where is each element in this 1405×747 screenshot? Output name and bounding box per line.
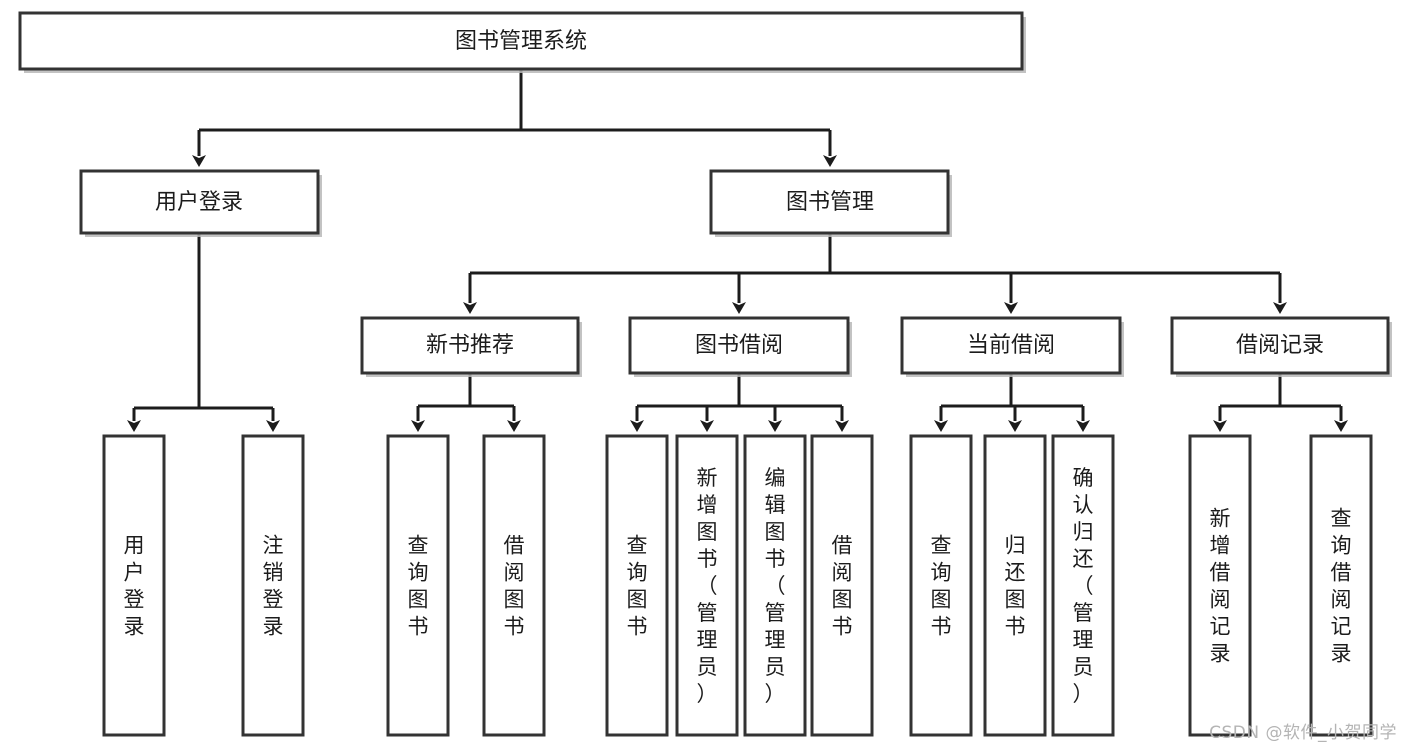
- node-leaf-edit-book-label: 编辑图书（管理员）: [765, 466, 786, 706]
- node-leaf-query-book-2-label: 查询图书: [627, 534, 648, 639]
- node-book-manage-label: 图书管理: [786, 190, 874, 215]
- node-leaf-return-book[interactable]: 归还图书: [983, 434, 1047, 737]
- node-leaf-borrow-book-1[interactable]: 借阅图书: [482, 434, 546, 737]
- node-current-borrow-box[interactable]: [900, 316, 1122, 375]
- node-leaf-confirm-return[interactable]: 确认归还（管理员）: [1051, 434, 1115, 737]
- node-leaf-query-book-1[interactable]: 查询图书: [386, 434, 450, 737]
- node-leaf-add-record-box[interactable]: [1188, 434, 1252, 737]
- node-book-manage[interactable]: 图书管理: [709, 169, 952, 237]
- node-leaf-query-book-2[interactable]: 查询图书: [605, 434, 669, 737]
- node-current-borrow-label: 当前借阅: [967, 333, 1055, 358]
- node-leaf-query-book-3[interactable]: 查询图书: [909, 434, 973, 737]
- connector-layer: [127, 69, 1348, 432]
- node-leaf-add-record[interactable]: 新增借阅记录: [1188, 434, 1252, 737]
- node-leaf-logout[interactable]: 注销登录: [241, 434, 305, 737]
- node-leaf-borrow-book-1-box[interactable]: [482, 434, 546, 737]
- node-new-book-rec-label: 新书推荐: [426, 333, 514, 358]
- node-leaf-add-book[interactable]: 新增图书（管理员）: [675, 434, 739, 737]
- node-user-login-box[interactable]: [79, 169, 320, 235]
- node-leaf-logout-label: 注销登录: [263, 534, 284, 639]
- node-leaf-logout-box[interactable]: [241, 434, 305, 737]
- node-book-manage-box[interactable]: [709, 169, 950, 235]
- node-user-login-label: 用户登录: [155, 190, 243, 215]
- node-borrow-record-box[interactable]: [1170, 316, 1390, 375]
- node-new-book-rec[interactable]: 新书推荐: [360, 316, 582, 377]
- node-book-borrow-label: 图书借阅: [695, 333, 783, 358]
- csdn-watermark: CSDN @软件_小贺同学: [1209, 723, 1397, 743]
- node-leaf-query-record-box[interactable]: [1309, 434, 1373, 737]
- node-leaf-edit-book[interactable]: 编辑图书（管理员）: [743, 434, 807, 737]
- node-root-box[interactable]: [18, 11, 1024, 71]
- node-root[interactable]: 图书管理系统: [18, 11, 1026, 73]
- node-leaf-borrow-book-2-label: 借阅图书: [832, 534, 853, 639]
- node-user-login[interactable]: 用户登录: [79, 169, 322, 237]
- node-leaf-query-book-1-label: 查询图书: [408, 534, 429, 639]
- node-leaf-query-book-3-label: 查询图书: [931, 534, 952, 639]
- node-borrow-record-label: 借阅记录: [1236, 333, 1324, 358]
- node-book-borrow[interactable]: 图书借阅: [628, 316, 852, 377]
- node-leaf-add-record-label: 新增借阅记录: [1210, 507, 1231, 666]
- node-leaf-query-book-1-box[interactable]: [386, 434, 450, 737]
- node-new-book-rec-box[interactable]: [360, 316, 580, 375]
- node-leaf-confirm-return-box[interactable]: [1051, 434, 1115, 737]
- node-leaf-query-book-2-box[interactable]: [605, 434, 669, 737]
- node-leaf-user-login-box[interactable]: [102, 434, 166, 737]
- node-leaf-borrow-book-2[interactable]: 借阅图书: [810, 434, 874, 737]
- node-leaf-query-record[interactable]: 查询借阅记录: [1309, 434, 1373, 737]
- node-leaf-add-book-label: 新增图书（管理员）: [697, 466, 718, 706]
- node-book-borrow-box[interactable]: [628, 316, 850, 375]
- node-leaf-user-login-label: 用户登录: [124, 534, 145, 639]
- node-current-borrow[interactable]: 当前借阅: [900, 316, 1124, 377]
- node-root-label: 图书管理系统: [455, 29, 587, 54]
- node-leaf-add-book-box[interactable]: [675, 434, 739, 737]
- node-leaf-query-record-label: 查询借阅记录: [1331, 507, 1352, 666]
- node-leaf-confirm-return-label: 确认归还（管理员）: [1073, 466, 1094, 706]
- node-leaf-borrow-book-1-label: 借阅图书: [504, 534, 525, 639]
- node-leaf-borrow-book-2-box[interactable]: [810, 434, 874, 737]
- node-leaf-return-book-label: 归还图书: [1005, 534, 1026, 639]
- node-leaf-user-login[interactable]: 用户登录: [102, 434, 166, 737]
- node-leaf-query-book-3-box[interactable]: [909, 434, 973, 737]
- node-leaf-edit-book-box[interactable]: [743, 434, 807, 737]
- node-borrow-record[interactable]: 借阅记录: [1170, 316, 1392, 377]
- node-leaf-return-book-box[interactable]: [983, 434, 1047, 737]
